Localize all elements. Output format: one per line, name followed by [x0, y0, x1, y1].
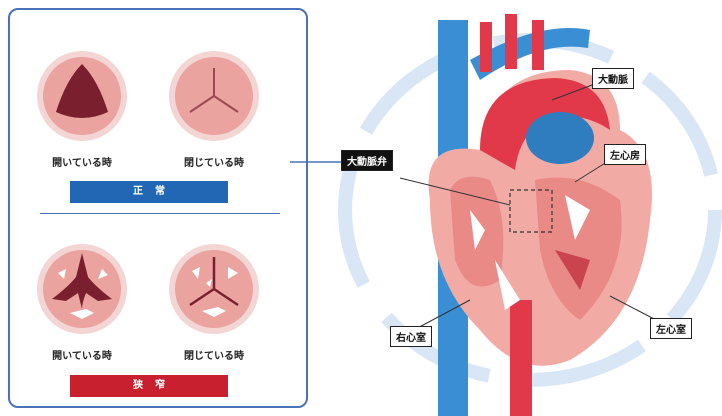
stenosis-open-valve-illustration — [36, 243, 128, 335]
left-atrium-label: 左心房 — [604, 144, 646, 165]
aorta-label: 大動脈 — [592, 68, 634, 89]
stenosis-closed-valve-illustration — [168, 243, 260, 335]
panel-divider — [40, 213, 280, 214]
normal-open-valve-illustration — [36, 50, 128, 142]
heart-illustration — [320, 0, 722, 416]
normal-open-label: 開いている時 — [22, 154, 142, 169]
normal-banner: 正常 — [70, 181, 228, 203]
right-ventricle-label: 右心室 — [390, 326, 432, 347]
left-ventricle-label: 左心室 — [650, 318, 692, 339]
stenosis-open-label: 開いている時 — [22, 347, 142, 362]
stenosis-closed-label: 閉じている時 — [154, 347, 274, 362]
stenosis-banner: 狭窄 — [70, 375, 228, 397]
normal-closed-label: 閉じている時 — [154, 154, 274, 169]
normal-closed-valve-illustration — [168, 50, 260, 142]
aortic-valve-label: 大動脈弁 — [341, 150, 393, 171]
